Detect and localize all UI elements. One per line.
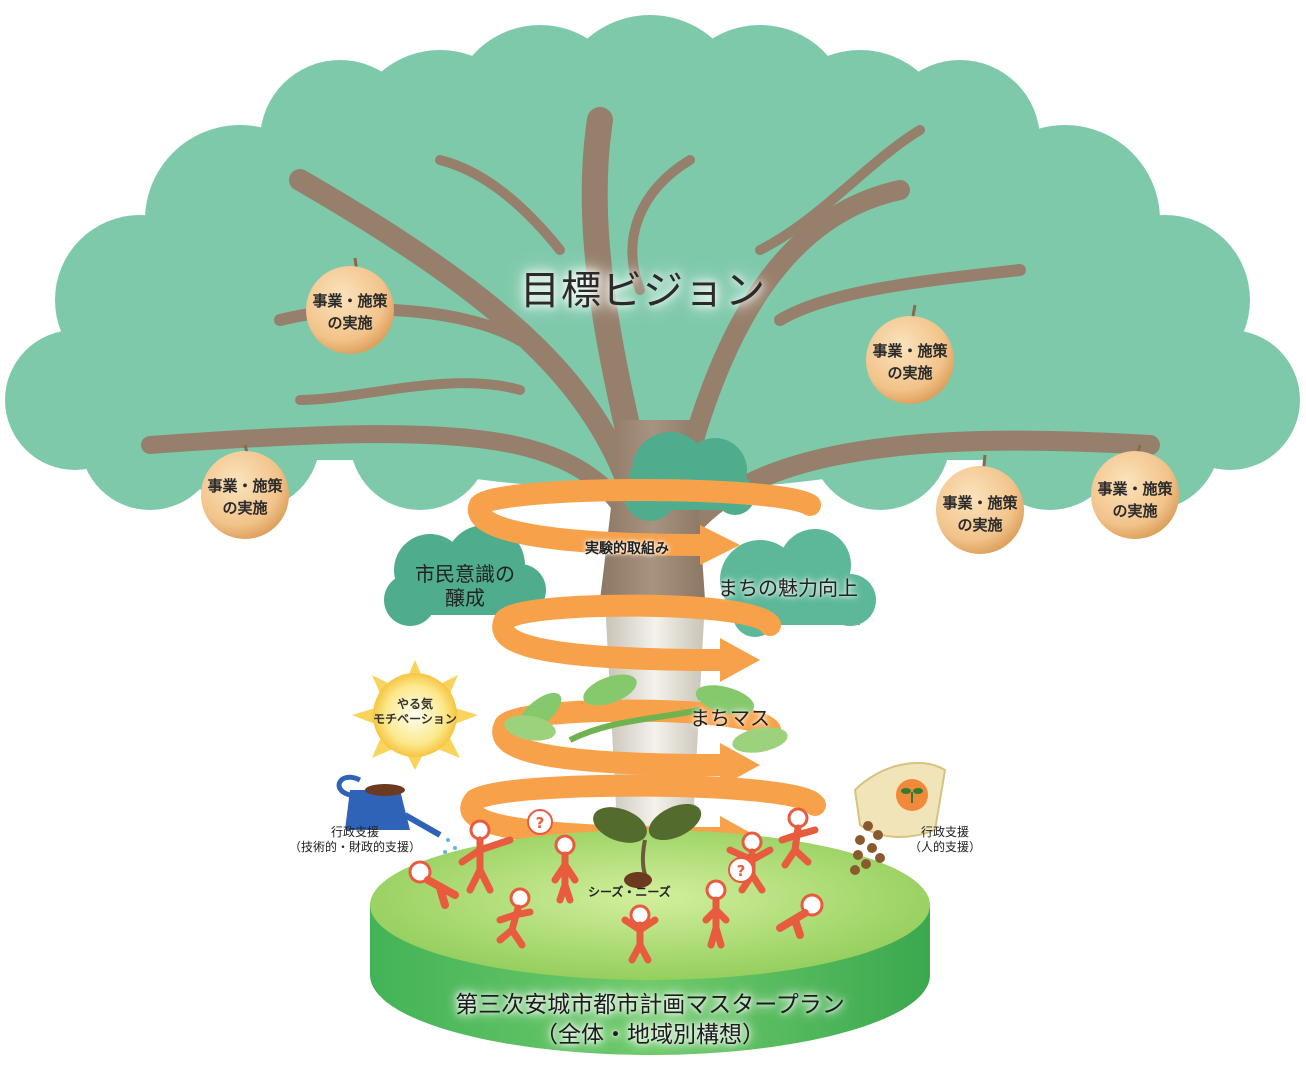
person-figure (408, 860, 459, 909)
cloud-shape-left (384, 525, 546, 626)
fruit-4 (936, 454, 1024, 554)
person-figure (458, 819, 514, 894)
growth-label: まちマス (690, 706, 770, 730)
person-figure (778, 807, 819, 869)
person-figure (621, 904, 659, 964)
person-figure (776, 893, 824, 939)
spiral-label: 実験的取組み (585, 541, 669, 557)
support-right-label: 行政支援（人的支援） (908, 825, 981, 854)
sun-icon (352, 660, 478, 770)
plan-label: 第三次安城市都市計画マスタープラン（全体・地域別構想） (455, 992, 845, 1048)
ground-platform (370, 830, 930, 1055)
svg-text:?: ? (737, 862, 746, 880)
vision-title: 目標ビジョン (520, 268, 766, 314)
inner-cloud-top (624, 432, 755, 521)
fruit-label: 事業・施策の実施 (312, 292, 388, 332)
question-mark-icon: ? (527, 809, 553, 835)
person-figure (496, 887, 534, 949)
person-figure (702, 879, 730, 949)
seed-bag-icon (850, 762, 947, 875)
cloud-right-label: まちの魅力向上 (718, 576, 858, 600)
fruit-label: 事業・施策の実施 (872, 342, 948, 382)
seed-label: シーズ・ニーズ (588, 885, 671, 899)
sun-label: やる気モチベーション (373, 697, 457, 726)
fruit-label: 事業・施策の実施 (942, 494, 1018, 534)
fruit-1 (306, 257, 394, 354)
svg-text:?: ? (536, 814, 545, 832)
person-figure (551, 834, 579, 904)
question-mark-icon: ? (728, 857, 754, 883)
leaf-shapes (504, 674, 788, 753)
cloud-left-label: 市民意識の醸成 (415, 562, 515, 610)
watering-can-icon (336, 774, 457, 854)
sprout-icon (593, 803, 702, 888)
cloud-shape-right (720, 529, 876, 637)
fruit-label: 事業・施策の実施 (207, 477, 283, 517)
fruit-label: 事業・施策の実施 (1097, 480, 1173, 520)
tree-canopy (5, 15, 1300, 510)
fruit-5 (1091, 444, 1179, 539)
fruit-3 (866, 304, 954, 404)
fruit-2 (201, 444, 289, 539)
support-left-label: 行政支援（技術的・財政的支援） (288, 825, 421, 854)
